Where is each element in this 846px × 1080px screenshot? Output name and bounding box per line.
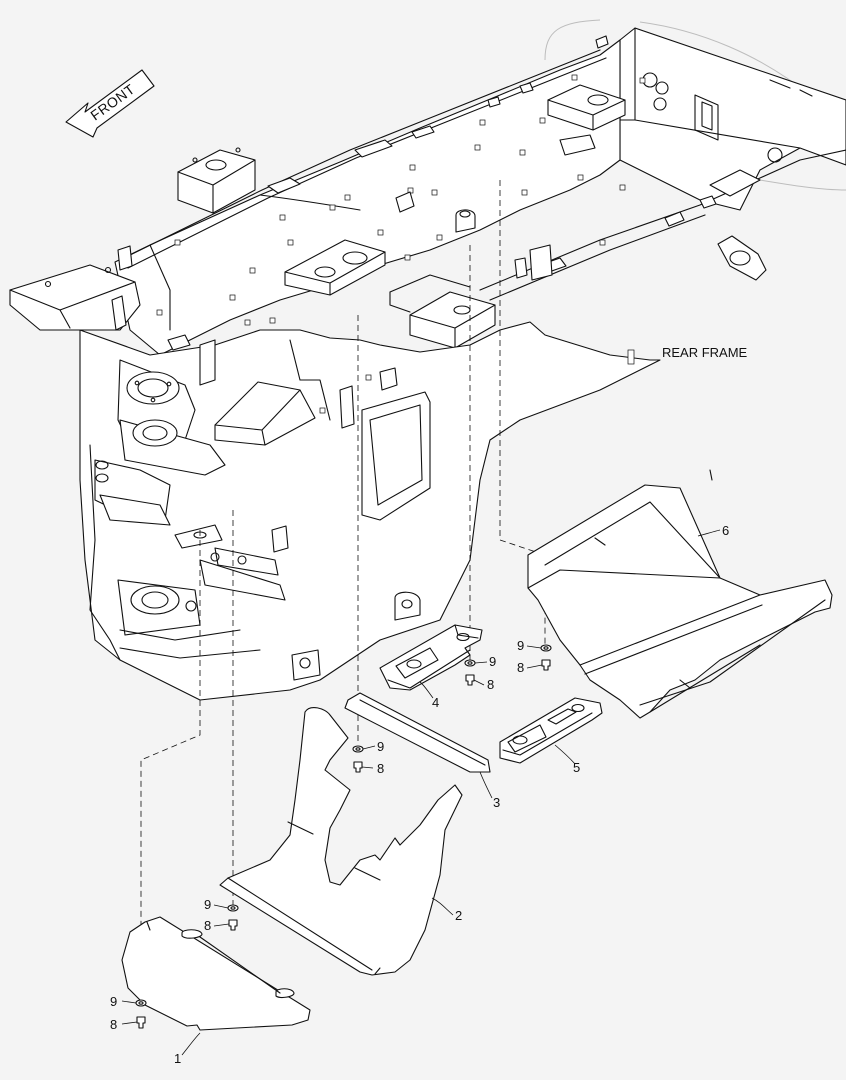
floor-plate-part-2 — [219, 707, 463, 976]
callout-washer: 9 — [489, 654, 496, 669]
callout-washer: 9 — [517, 638, 524, 653]
callout-part-5: 5 — [573, 760, 580, 775]
callout-washer: 9 — [110, 994, 117, 1009]
callout-part-6: 6 — [722, 523, 729, 538]
callout-bolt: 8 — [110, 1017, 117, 1032]
callout-bolt: 8 — [377, 761, 384, 776]
bolt-icon — [136, 1016, 146, 1029]
callout-part-2: 2 — [455, 908, 462, 923]
bracket-part-5 — [499, 697, 603, 764]
callout-part-4: 4 — [432, 695, 439, 710]
cover-part-6 — [527, 469, 833, 719]
fastener-set-part-2 — [227, 904, 239, 931]
callout-labels: 1 2 3 4 5 6 9 8 9 8 9 8 9 8 9 8 — [110, 523, 729, 1066]
callout-part-1: 1 — [174, 1051, 181, 1066]
rear-frame — [9, 19, 846, 701]
callout-part-3: 3 — [493, 795, 500, 810]
callout-bolt: 8 — [204, 918, 211, 933]
fastener-set-part-6 — [540, 644, 552, 671]
bracket-part-4 — [379, 624, 483, 691]
callout-bolt: 8 — [517, 660, 524, 675]
front-arrow: FRONT — [65, 69, 155, 138]
rear-frame-label: REAR FRAME — [662, 345, 748, 360]
cover-plate-part-1 — [121, 916, 311, 1031]
washer-icon — [135, 999, 147, 1007]
callout-bolt: 8 — [487, 677, 494, 692]
leader-lines — [121, 529, 721, 1056]
strip-plate-part-3 — [344, 692, 491, 773]
callout-washer: 9 — [377, 739, 384, 754]
fastener-set-part-4 — [464, 659, 476, 686]
callout-washer: 9 — [204, 897, 211, 912]
fastener-set-part-1 — [135, 999, 147, 1029]
frame-bosses — [156, 74, 646, 414]
fastener-set-part-3 — [352, 745, 364, 773]
